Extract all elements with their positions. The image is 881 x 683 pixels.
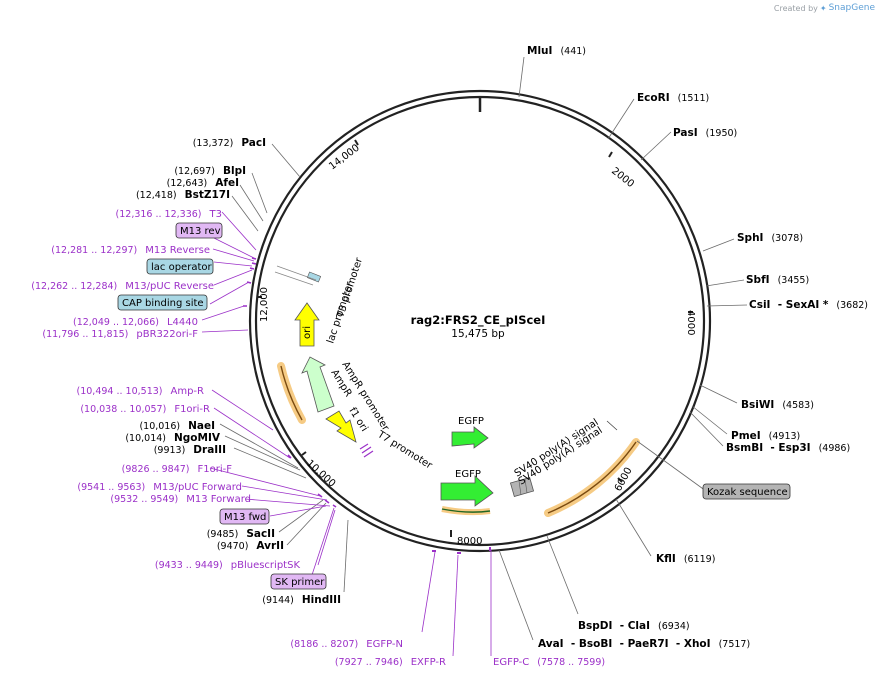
site-sacii: (9485)SacII <box>207 528 275 540</box>
site-kfli: KflI(6119) <box>656 553 715 565</box>
feature-sv40-2: SV40 poly(A) signal <box>517 425 605 487</box>
primer-exfp-r: (7927 .. 7946)EXFP-R <box>335 657 446 668</box>
primer-pbr322ori-f: (11,796 .. 11,815)pBR322ori-F <box>42 329 198 340</box>
boxed-labels: M13 rev lac operator CAP binding site M1… <box>117 222 791 590</box>
credit-brand: SnapGene <box>828 3 875 13</box>
site-avai-xhoi: AvaI - BsoBI - PaeR7I - XhoI(7517) <box>538 638 750 650</box>
site-afei: (12,643)AfeI <box>167 177 239 189</box>
site-paci: (13,372)PacI <box>193 137 266 149</box>
plasmid-name: rag2:FRS2_CE_pISceI <box>411 313 546 328</box>
tick-label-2000: 2000 <box>609 166 636 190</box>
site-avrii: (9470)AvrII <box>217 540 284 552</box>
primer-t3: (12,316 .. 12,336)T3 <box>116 209 222 220</box>
box-kozak-sequence: Kozak sequence <box>707 487 788 498</box>
site-pasi: PasI(1950) <box>673 127 737 139</box>
restriction-sites-left: (9144)HindIII (9470)AvrII (9485)SacII (9… <box>125 137 341 606</box>
site-ecori: EcoRI(1511) <box>637 92 709 104</box>
primer-leaders <box>201 211 492 657</box>
site-blpi: (12,697)BlpI <box>174 165 246 177</box>
box-m13-fwd: M13 fwd <box>224 512 266 523</box>
ori-arrow <box>294 302 320 347</box>
site-bsiwi: BsiWI(4583) <box>741 399 814 411</box>
primer-f1ori-f: (9826 .. 9847)F1ori-F <box>122 464 233 475</box>
snapgene-logo-icon: ✦ <box>819 3 827 13</box>
primer-egfp-c: EGFP-C(7578 .. 7599) <box>493 657 605 668</box>
box-lac-operator: lac operator <box>151 262 212 273</box>
plasmid-title: rag2:FRS2_CE_pISceI 15,475 bp <box>411 313 546 340</box>
primer-m13puc-reverse: (12,262 .. 12,284)M13/pUC Reverse <box>31 281 214 292</box>
features: ori lac promoter T3 promoter AmpR promot… <box>274 256 707 517</box>
feature-ori: ori <box>302 326 313 339</box>
feature-sv40-1: SV40 poly(A) signal <box>513 417 601 479</box>
plasmid-length: 15,475 bp <box>451 328 505 340</box>
tick-label-8000: 8000 <box>457 536 482 547</box>
feature-t3-promoter: T3 promoter <box>335 256 365 320</box>
snapgene-credit: Created by ✦ SnapGene <box>774 3 875 13</box>
site-ngomiv: (10,014)NgoMIV <box>125 432 221 444</box>
site-sbfi: SbfI(3455) <box>746 274 809 286</box>
primer-l4440: (12,049 .. 12,066)L4440 <box>73 317 198 328</box>
sv40-polya-box <box>509 477 535 497</box>
site-bstz17i: (12,418)BstZ17I <box>136 189 230 201</box>
primer-labels: (12,316 .. 12,336)T3 (12,281 .. 12,297)M… <box>31 209 605 668</box>
egfp-arrow-1 <box>451 426 489 449</box>
egfp-arrow-2 <box>440 475 494 507</box>
feature-egfp-1: EGFP <box>458 416 484 427</box>
site-bspdi-clai: BspDI - ClaI(6934) <box>578 620 690 632</box>
plasmid-backbone <box>248 89 712 553</box>
primer-egfp-n: (8186 .. 8207)EGFP-N <box>290 639 403 650</box>
primer-m13-forward: (9532 .. 9549)M13 Forward <box>110 494 251 505</box>
site-leaders <box>219 56 748 641</box>
site-pmei: PmeI(4913) <box>731 430 800 442</box>
tick-label-4000: 4000 <box>685 310 696 335</box>
primer-amp-r: (10,494 .. 10,513)Amp-R <box>77 386 205 397</box>
box-m13-rev: M13 rev <box>180 226 221 237</box>
site-sphi: SphI(3078) <box>737 232 803 244</box>
site-bsmbi-esp3i: BsmBI - Esp3I(4986) <box>726 442 850 454</box>
credit-prefix: Created by <box>773 3 818 13</box>
restriction-sites-right: MluI(441) EcoRI(1511) PasI(1950) SphI(30… <box>527 45 868 650</box>
tick-label-12000: 12,000 <box>259 287 270 322</box>
box-sk-primer: SK primer <box>275 577 325 588</box>
feature-egfp-2: EGFP <box>455 469 481 480</box>
site-hindiii: (9144)HindIII <box>262 594 341 606</box>
site-mlui: MluI(441) <box>527 45 586 57</box>
site-naei: (10,016)NaeI <box>139 420 215 432</box>
f1-ori-arrow <box>325 410 357 443</box>
site-draiii: (9913)DraIII <box>154 444 226 456</box>
lac-operator-mark <box>306 271 322 283</box>
site-csii-sexai: CsiI - SexAI *(3682) <box>749 299 868 311</box>
ampr-arrow <box>301 356 335 413</box>
feature-t7-promoter: T7 promoter <box>375 429 435 472</box>
box-cap-binding-site: CAP binding site <box>122 298 204 309</box>
primer-m13-reverse: (12,281 .. 12,297)M13 Reverse <box>51 245 210 256</box>
primer-pbluescriptsk: (9433 .. 9449)pBluescriptSK <box>155 560 301 571</box>
tick-label-14000: 14,000 <box>327 143 362 173</box>
primer-f1ori-r: (10,038 .. 10,057)F1ori-R <box>80 404 210 415</box>
primer-m13puc-forward: (9541 .. 9563)M13/pUC Forward <box>77 482 242 493</box>
